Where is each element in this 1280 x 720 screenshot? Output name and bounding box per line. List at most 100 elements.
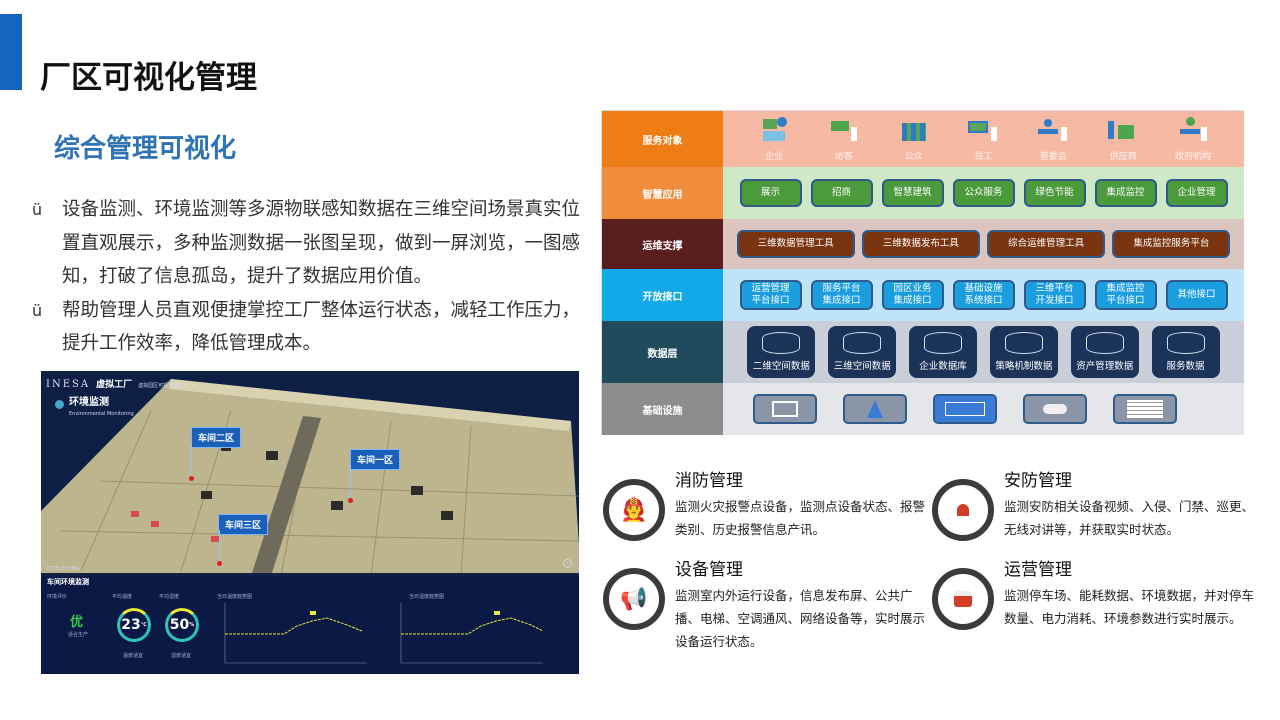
hum-unit: % [189, 622, 195, 628]
laptop-icon [968, 117, 998, 143]
card-title: 设备管理 [675, 560, 743, 580]
row-data-layer: 数据层 二维空间数据 三维空间数据 企业数据库 策略机制数据 资产管理数据 服务… [602, 321, 1244, 383]
factory-floor-render [41, 379, 579, 576]
boxes-icon [1108, 117, 1138, 143]
row-label: 智慧应用 [602, 167, 723, 219]
database-icon [1004, 332, 1043, 354]
temp-label: 平均温度 [112, 594, 133, 600]
bullet-text: 帮助管理人员直观便捷掌控工厂整体运行状态，减轻工作压力，提升工作效率，降低管理成… [62, 299, 581, 355]
row-service-targets: 服务对象 企业 访客 公众 员工 管委会 供应商 政府机构 [602, 111, 1244, 167]
service-target-enterprise: 企业 [744, 116, 804, 162]
sensor-marker[interactable] [348, 498, 353, 503]
hum-label: 平均湿度 [159, 594, 180, 600]
temp-unit: ℃ [140, 622, 147, 628]
card-title: 运营管理 [1004, 560, 1072, 580]
app-box: 公众服务 [952, 179, 1015, 207]
sensor-marker[interactable] [189, 476, 194, 481]
tool-box: 三维数据发布工具 [861, 230, 980, 258]
firewall-icon [1113, 394, 1177, 424]
interface-box: 运营管理 平台接口 [739, 280, 802, 310]
database-icon [762, 332, 801, 354]
section-subtitle: 综合管理可视化 [54, 134, 237, 164]
eval-label: 环境评价 [47, 594, 68, 600]
workshop-tag[interactable]: 车间一区 [350, 449, 401, 470]
collapse-button[interactable]: ‹ [563, 559, 572, 568]
module-title: 环境监测 [69, 397, 109, 408]
database-box: 策略机制数据 [989, 326, 1058, 378]
shopping-cart-icon [829, 117, 859, 143]
interface-box: 集成监控 平台接口 [1094, 280, 1157, 310]
row-label: 基础设施 [602, 383, 723, 435]
workshop-tag[interactable]: 车间三区 [218, 514, 269, 535]
brand-header: INESA 虚拟工厂 虚拟园区可视化系统 [46, 377, 183, 390]
database-icon [1085, 332, 1124, 354]
service-target-government: 政府机构 [1163, 116, 1223, 162]
interface-box: 其他接口 [1165, 280, 1228, 310]
bullet-text: 设备监测、环境监测等多源物联感知数据在三维空间场景真实位置直观展示，多种监测数据… [62, 199, 581, 287]
app-box: 智慧建筑 [881, 179, 944, 207]
module-title-en: Environmental Monitoring [69, 411, 134, 417]
database-box: 资产管理数据 [1070, 326, 1139, 378]
bullet-list: ü 设备监测、环境监测等多源物联感知数据在三维空间场景真实位置直观展示，多种监测… [32, 193, 592, 361]
card-text: 监测停车场、能耗数据、环境数据，并对停车数量、电力消耗、环境参数进行实时展示。 [1004, 588, 1255, 626]
government-icon [1178, 116, 1208, 143]
interface-box: 园区业务 集成接口 [881, 280, 944, 310]
check-bullet-icon: ü [32, 200, 43, 219]
service-target-public: 公众 [884, 117, 944, 162]
page-title: 厂区可视化管理 [40, 60, 257, 96]
environment-panel: 车间环境监测 环境评价 优 适合生产 平均温度 23℃ 温度适宜 平均湿度 50… [41, 573, 579, 674]
people-group-icon [899, 117, 929, 143]
app-box: 展示 [739, 179, 802, 207]
row-open-interfaces: 开放接口 运营管理 平台接口 服务平台 集成接口 园区业务 集成接口 基础设施 … [602, 269, 1244, 321]
service-target-employee: 员工 [953, 117, 1013, 162]
row-infrastructure: 基础设施 [602, 383, 1244, 435]
database-box: 二维空间数据 [747, 326, 816, 378]
system-name: 虚拟园区可视化系统 [138, 383, 184, 389]
bullet-item: ü 设备监测、环境监测等多源物联感知数据在三维空间场景真实位置直观展示，多种监测… [32, 193, 592, 294]
title-accent-bar [0, 14, 22, 90]
monitor-icon [753, 394, 817, 424]
wireless-tower-icon [843, 394, 907, 424]
projector-icon [1023, 394, 1087, 424]
temp-value: 23 [121, 617, 141, 633]
check-bullet-icon: ü [32, 300, 43, 320]
brand-logo: INESA [46, 379, 91, 390]
tool-box: 综合运维管理工具 [987, 230, 1106, 258]
service-target-committee: 管委会 [1023, 117, 1083, 162]
temp-trend-chart [224, 603, 367, 664]
bullet-item: ü 帮助管理人员直观便捷掌控工厂整体运行状态，减轻工作压力，提升工作效率，降低管… [32, 294, 592, 361]
database-box: 企业数据库 [909, 326, 978, 378]
database-box: 服务数据 [1151, 326, 1220, 378]
workshop-tag[interactable]: 车间二区 [191, 427, 242, 448]
interface-box: 三维平台 开发接口 [1023, 280, 1086, 310]
app-box: 企业管理 [1165, 179, 1228, 207]
humidity-trend-chart [400, 603, 543, 664]
row-label: 服务对象 [602, 111, 723, 167]
interface-box: 服务平台 集成接口 [810, 280, 873, 310]
architecture-diagram: 服务对象 企业 访客 公众 员工 管委会 供应商 政府机构 智慧应用 展示 招商… [601, 110, 1244, 435]
row-ops-support: 运维支撑 三维数据管理工具 三维数据发布工具 综合运维管理工具 集成监控服务平台 [602, 219, 1244, 269]
service-target-visitor: 访客 [814, 117, 874, 162]
eval-value: 优 [70, 615, 84, 630]
temp-caption: 温度适宜 [123, 653, 144, 659]
panel-title: 车间环境监测 [47, 578, 89, 586]
enterprise-icon [759, 116, 789, 143]
brand-subtitle: 虚拟工厂 [96, 380, 133, 390]
bus-icon [932, 568, 994, 630]
row-label: 数据层 [602, 321, 723, 383]
app-box: 招商 [810, 179, 873, 207]
card-text: 监测室内外运行设备，信息发布屏、公共广播、电梯、空调通风、网络设备等，实时展示设… [675, 588, 926, 649]
sensor-marker[interactable] [217, 561, 222, 566]
tool-box: 三维数据管理工具 [736, 230, 855, 258]
alarm-light-icon [932, 479, 994, 541]
database-box: 三维空间数据 [828, 326, 897, 378]
card-title: 消防管理 [675, 471, 743, 491]
database-icon [924, 332, 963, 354]
app-box: 集成监控 [1094, 179, 1157, 207]
environment-icon [55, 400, 64, 409]
humidity-gauge: 50% [165, 608, 199, 642]
service-target-supplier: 供应商 [1093, 117, 1153, 162]
footer-brand: G'ITECH·DMS [46, 566, 80, 572]
app-box: 绿色节能 [1023, 179, 1086, 207]
firefighter-icon: 👨‍🚒 [603, 479, 665, 541]
